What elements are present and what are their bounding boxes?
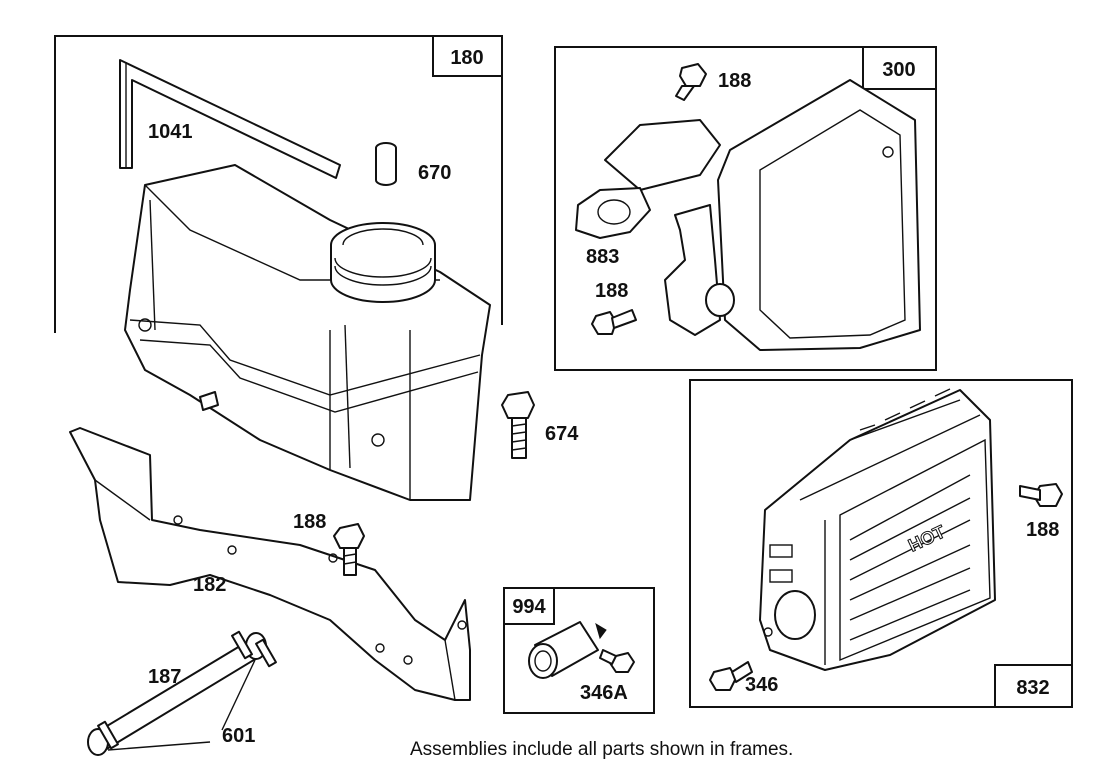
label-346: 346 [745, 674, 778, 696]
label-674: 674 [545, 423, 579, 445]
frame-832: 832 [689, 379, 1073, 708]
label-188-guard: 188 [1026, 519, 1059, 541]
bolt-188-top [675, 63, 707, 101]
frame-300: 300 [554, 46, 937, 371]
tank-bracket-182 [69, 427, 471, 701]
frame-number-180: 180 [450, 47, 483, 69]
frame-number-300: 300 [882, 59, 915, 81]
fuel-tank [124, 164, 491, 501]
bolt-188-guard [1019, 483, 1063, 507]
bolt-674 [501, 391, 535, 459]
frame-number-994: 994 [512, 596, 546, 618]
fuel-tank-spacer [375, 142, 397, 186]
frame-994: 994 [503, 587, 655, 714]
bolt-188-bracket [333, 523, 365, 576]
label-883: 883 [586, 246, 619, 268]
muffler-guard: HOT [759, 388, 996, 671]
label-188-muffler: 188 [595, 280, 628, 302]
frame-number-832: 832 [1016, 677, 1049, 699]
label-1041: 1041 [148, 121, 193, 143]
label-187: 187 [148, 666, 181, 688]
screw-346 [709, 661, 753, 691]
frame-180: 180 [54, 35, 503, 333]
hose-clamps-601 [97, 630, 277, 751]
label-182: 182 [193, 574, 226, 596]
label-601: 601 [222, 725, 255, 747]
label-346A: 346A [580, 682, 628, 704]
fuel-tank-strap [119, 59, 341, 179]
screw-346A [599, 649, 635, 673]
bolt-188-muffler [591, 309, 637, 335]
label-670: 670 [418, 162, 451, 184]
assemblies-caption: Assemblies include all parts shown in fr… [410, 739, 793, 760]
muffler-gasket-883 [575, 187, 651, 239]
muffler [604, 79, 921, 351]
spark-arrester-994 [528, 621, 607, 679]
label-188-bracket: 188 [293, 511, 326, 533]
label-188-top: 188 [718, 70, 751, 92]
